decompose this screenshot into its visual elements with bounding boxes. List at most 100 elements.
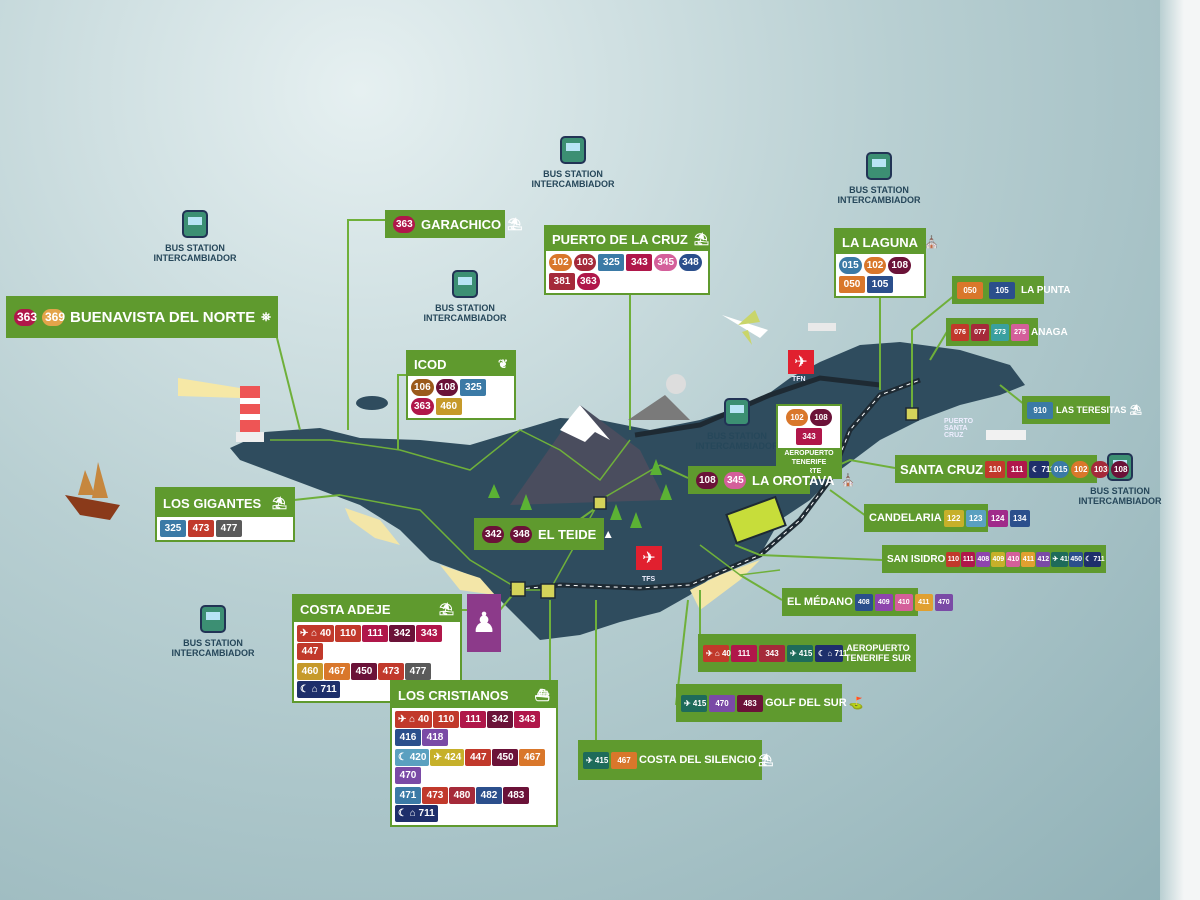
- place-icod: ICOD ❦ 106 108 325 363 460: [406, 350, 516, 420]
- route-badge: 343: [416, 625, 443, 642]
- bus-station-icod: BUS STATION INTERCAMBIADOR: [420, 270, 510, 323]
- route-badge: 412: [1036, 551, 1051, 567]
- route-badge: 477: [216, 520, 242, 537]
- beach-umbrella-icon: ⛱: [1129, 404, 1143, 416]
- place-el-teide: 342 348 EL TEIDE ▲: [474, 518, 614, 550]
- route-badge: 110: [985, 460, 1006, 478]
- route-badge: ☾ 711: [1029, 460, 1054, 478]
- church-icon: ⛪: [924, 235, 940, 249]
- beach-umbrella-icon: ⛱: [758, 753, 774, 767]
- bus-icon: [724, 398, 750, 426]
- route-badge: 111: [460, 711, 487, 728]
- leader-lines: [274, 219, 1026, 765]
- route-badge: 325: [160, 520, 186, 537]
- stop-markers: [510, 407, 919, 599]
- route-badge: 108: [810, 409, 832, 426]
- route-badge: 134: [1009, 509, 1030, 527]
- place-name: SAN ISIDRO: [887, 553, 946, 565]
- route-badge: 103: [1091, 460, 1110, 478]
- route-badge: 411: [914, 593, 933, 611]
- route-badge: 450: [351, 663, 377, 680]
- route-badge: 110: [335, 625, 362, 642]
- route-badge: 473: [378, 663, 404, 680]
- route-badge: 110: [433, 711, 460, 728]
- place-name: AEROPUERTO: [846, 643, 910, 653]
- route-badge: 473: [422, 787, 448, 804]
- rock-islet: [356, 396, 388, 410]
- route-badge: 325: [598, 254, 625, 271]
- route-badge: 111: [731, 644, 757, 662]
- route-badge: 482: [476, 787, 502, 804]
- lighthouse-icon: ⛯: [261, 309, 271, 324]
- place-name: ANAGA: [1031, 326, 1068, 338]
- route-badge: 470: [395, 767, 421, 784]
- place-la-orotava: 108 345 LA OROTAVA ⛪: [688, 466, 856, 494]
- route-badge: 363: [14, 308, 37, 326]
- route-badge: 348: [679, 254, 702, 271]
- route-badge: ✈ ⌂ 40: [703, 644, 731, 662]
- route-badge: 460: [435, 398, 462, 415]
- route-badge: ☾ ⌂ 711: [297, 681, 340, 698]
- beach-umbrella-icon: ⛱: [271, 496, 287, 510]
- route-badge: 342: [389, 625, 416, 642]
- route-badge: 348: [510, 525, 532, 543]
- route-badge: 477: [405, 663, 431, 680]
- route-badge: ☾ ⌂ 711: [395, 805, 438, 822]
- golf-icon: ⛳: [848, 696, 864, 710]
- route-badge: 483: [737, 694, 763, 712]
- route-badge: 363: [393, 215, 415, 233]
- route-badge: ☾ 711: [1084, 551, 1105, 567]
- place-name: PUERTO DE LA CRUZ: [552, 231, 688, 247]
- route-badge: 343: [759, 644, 785, 662]
- dragon-tree-icon: ❦: [497, 357, 508, 371]
- place-los-gigantes: LOS GIGANTES ⛱ 325 473 477: [155, 487, 295, 542]
- trees: [488, 459, 672, 528]
- place-name: TENERIFE SUR: [844, 653, 911, 663]
- route-badge: ✈ ⌂ 40: [297, 625, 335, 642]
- beach-umbrella-icon: ⛱: [438, 602, 454, 616]
- pirate-ship-icon: [65, 462, 120, 520]
- place-buenavista: 363 369 BUENAVISTA DEL NORTE ⛯: [6, 296, 278, 338]
- place-name: LA OROTAVA: [752, 472, 835, 488]
- route-badge: 111: [362, 625, 389, 642]
- place-golf-del-sur: ✈ 415 470 483 GOLF DEL SUR ⛳: [676, 684, 864, 722]
- route-badge: 416: [395, 729, 421, 746]
- place-name: EL MÉDANO: [787, 596, 853, 608]
- route-badge: 102: [549, 254, 572, 271]
- stop-marker: [593, 496, 607, 510]
- route-badge: 470: [709, 694, 735, 712]
- route-badge: ✈ 415: [583, 751, 609, 769]
- beach: [690, 560, 760, 610]
- bus-icon: [182, 210, 208, 238]
- beach: [440, 565, 495, 595]
- route-badge: 102: [863, 257, 887, 274]
- place-garachico: 363 GARACHICO ⛱: [385, 210, 522, 238]
- route-badge: 105: [867, 276, 893, 293]
- route-badge: 103: [573, 254, 597, 271]
- bus-icon: [725, 495, 787, 545]
- place-name: LOS CRISTIANOS: [398, 687, 509, 703]
- route-badge: 410: [894, 593, 913, 611]
- route-badge: 015: [839, 257, 862, 274]
- stop-marker: [905, 407, 919, 421]
- airport-code-south: TFS: [642, 576, 656, 583]
- ferry-icon: [986, 430, 1026, 440]
- stop-marker: [510, 581, 526, 597]
- airport-code-north: TFN: [792, 376, 806, 383]
- route-badge: 110: [946, 551, 961, 567]
- route-badge: 410: [1006, 551, 1021, 567]
- route-badge: 910: [1027, 401, 1053, 419]
- place-name: BUENAVISTA DEL NORTE: [70, 308, 256, 326]
- place-name: LA PUNTA: [1021, 284, 1071, 296]
- place-candelaria: CANDELARIA 122 123 124 134: [864, 504, 1030, 532]
- place-anaga: 076 077 273 275 ANAGA: [946, 318, 1068, 346]
- place-puerto-cruz: PUERTO DE LA CRUZ ⛱ 102 103 325 343 345 …: [544, 225, 710, 295]
- route-badge: 105: [989, 281, 1015, 299]
- place-name: EL TEIDE: [538, 526, 597, 542]
- route-badge: ✈ ⌂ 40: [395, 711, 433, 728]
- route-badge: 409: [874, 593, 893, 611]
- route-badge: 483: [503, 787, 529, 804]
- route-badge: 447: [465, 749, 492, 766]
- route-badge: 363: [411, 398, 434, 415]
- plane-icon: [722, 310, 768, 345]
